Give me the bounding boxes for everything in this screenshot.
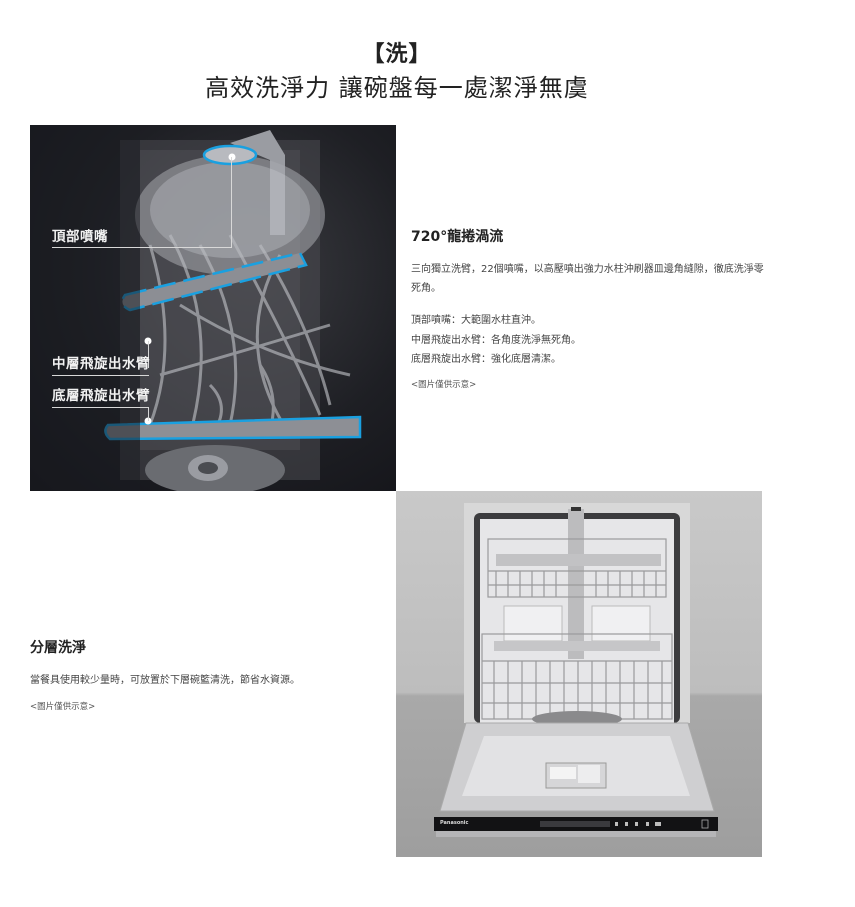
image-disclaimer: <圖片僅供示意>: [411, 379, 477, 390]
callout-middle-arm: 中層飛旋出水臂: [52, 356, 150, 372]
section-title: 高效洗淨力 讓碗盤每一處潔淨無虞: [205, 74, 589, 102]
feature-description: 三向獨立洗臂，22個噴嘴，以高壓噴出強力水柱沖刷器皿邊角縫隙，徹底洗淨零死角。: [411, 264, 764, 294]
callout-connector: [148, 407, 149, 421]
feature-point: 底層飛旋出水臂：強化底層清潔。: [411, 354, 561, 365]
dishwasher-illustration: [434, 503, 718, 837]
feature-point: 中層飛旋出水臂：各角度洗淨無死角。: [411, 334, 581, 346]
image-disclaimer: <圖片僅供示意>: [30, 702, 96, 712]
feature-layer-wash: 分層洗淨 當餐具使用較少量時，可放置於下層碗籃清洗，節省水資源。 <圖片僅供示意…: [30, 637, 370, 712]
callout-top-nozzle: 頂部噴嘴: [52, 229, 108, 245]
callout-underline: [52, 375, 149, 376]
callout-underline: [52, 247, 232, 248]
spray-arms-image: 頂部噴嘴 中層飛旋出水臂 底層飛旋出水臂: [30, 125, 396, 491]
feature-description: 當餐具使用較少量時，可放置於下層碗籃清洗，節省水資源。: [30, 675, 300, 686]
dishwasher-image: Panasonic: [396, 491, 762, 857]
feature-title: 720°龍捲渦流: [411, 229, 504, 245]
callout-underline: [52, 407, 149, 408]
callout-bottom-arm: 底層飛旋出水臂: [52, 388, 150, 404]
section-badge: 【洗】: [362, 42, 432, 67]
feature-point: 頂部噴嘴：大範圍水柱直沖。: [411, 315, 541, 326]
feature-vortex: 720°龍捲渦流 三向獨立洗臂，22個噴嘴，以高壓噴出強力水柱沖刷器皿邊角縫隙，…: [411, 226, 771, 390]
feature-title: 分層洗淨: [30, 640, 86, 656]
callout-connector: [231, 157, 232, 247]
brand-logo: Panasonic: [440, 820, 469, 826]
feature-points: 頂部噴嘴：大範圍水柱直沖。 中層飛旋出水臂：各角度洗淨無死角。 底層飛旋出水臂：…: [411, 311, 771, 370]
callout-connector: [148, 341, 149, 368]
spray-illustration: [30, 125, 362, 491]
